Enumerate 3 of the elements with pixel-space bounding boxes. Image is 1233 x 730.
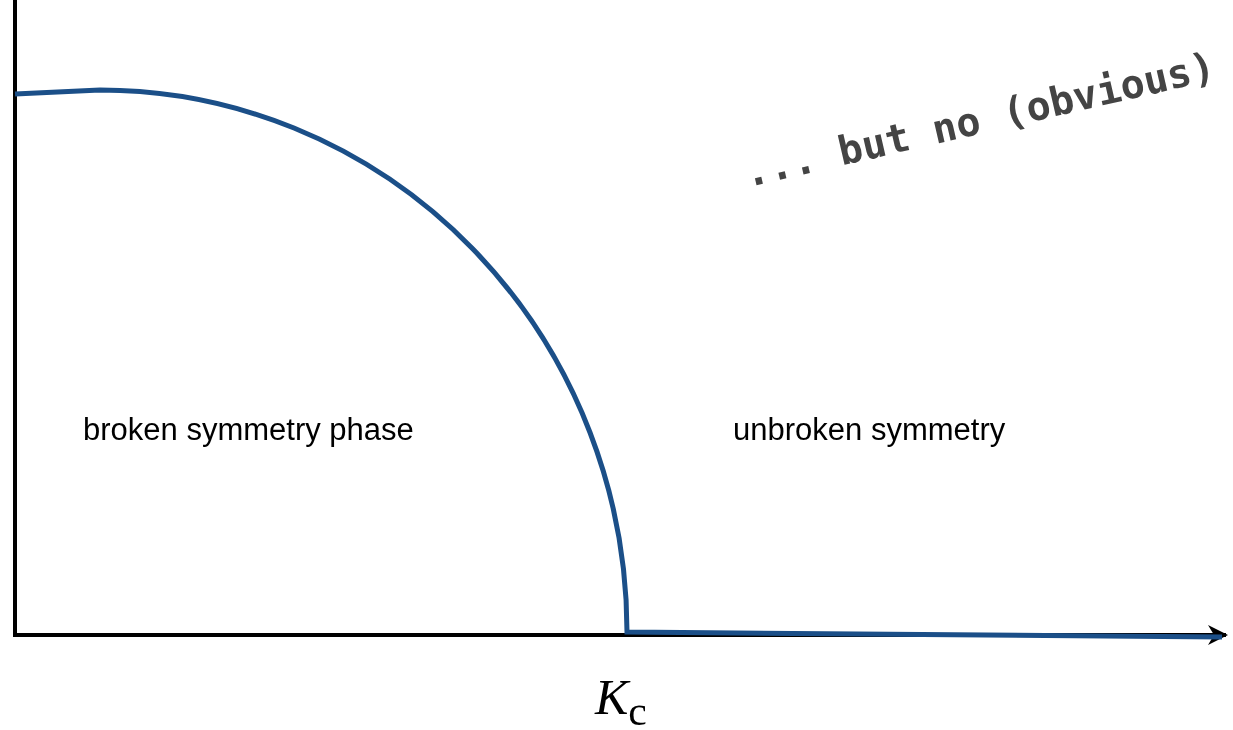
- region-label: broken symmetry phase: [83, 412, 414, 448]
- axis-label: K$_{c}$: [595, 668, 647, 730]
- region-label: unbroken symmetry: [733, 412, 1006, 448]
